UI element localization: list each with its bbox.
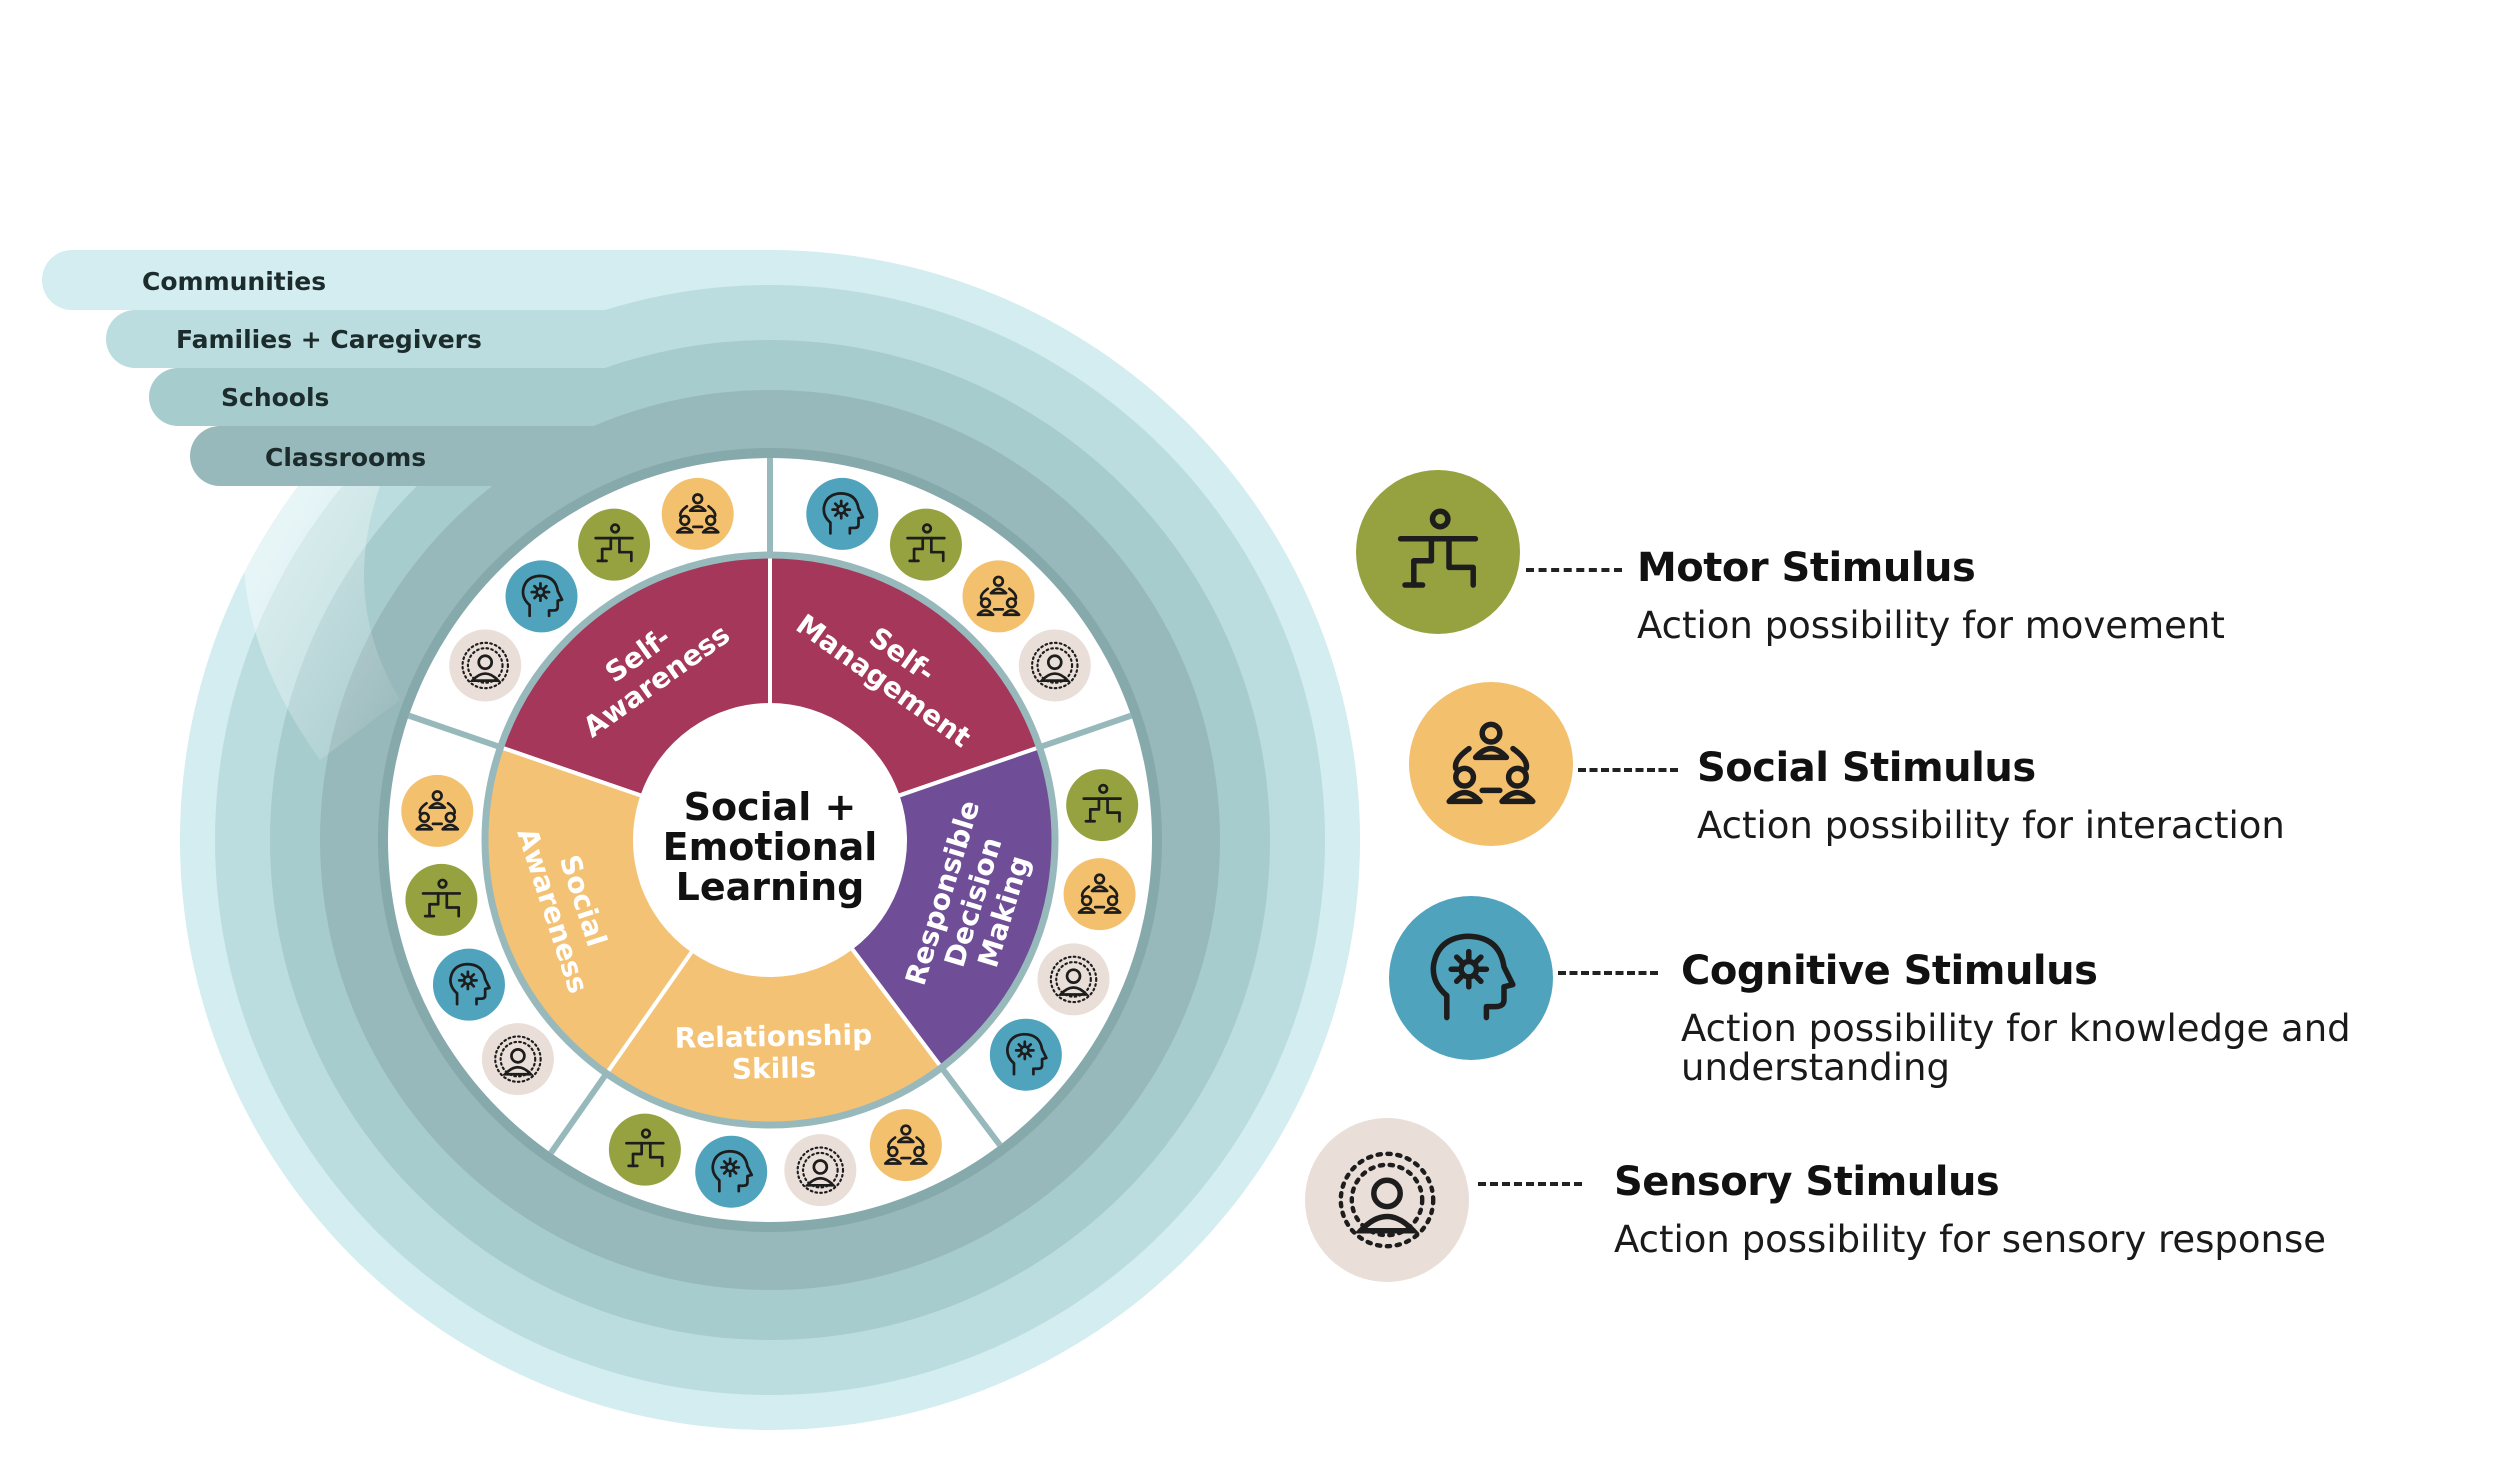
stimulus-circle	[449, 629, 522, 702]
stimulus-circle	[1018, 629, 1091, 702]
stimulus-circle	[784, 1134, 857, 1207]
legend-sensory-badge	[1305, 1118, 1469, 1282]
competency-label-line: Relationship	[674, 1018, 872, 1054]
stimulus-circle	[578, 508, 651, 581]
center-line-2: Emotional	[663, 825, 878, 869]
stimulus-circle	[401, 774, 474, 847]
stimulus-circle	[481, 1023, 554, 1096]
ring-divider	[548, 1071, 609, 1155]
legend-motor-badge	[1356, 470, 1520, 634]
legend-social-badge	[1409, 682, 1573, 846]
stimulus-circle	[505, 560, 578, 633]
ring-divider	[407, 712, 502, 751]
stimulus-circle	[432, 948, 505, 1021]
stimulus-circle	[869, 1109, 942, 1182]
band-label-classrooms: Classrooms	[265, 443, 426, 472]
legend-icons	[1305, 470, 1573, 1282]
ring-divider	[1038, 712, 1133, 751]
stimulus-circle	[1037, 943, 1110, 1016]
stimulus-circle	[889, 508, 962, 581]
stimulus-circle	[608, 1113, 681, 1186]
legend-cognitive-badge	[1389, 896, 1553, 1060]
stimulus-circle	[405, 863, 478, 936]
competency-label-line: Skills	[732, 1051, 817, 1085]
stimulus-circle	[1063, 858, 1136, 931]
band-label-communities: Communities	[142, 267, 326, 296]
center-hub	[635, 705, 905, 975]
band-label-schools: Schools	[221, 383, 329, 412]
sel-wheel: Social + Emotional Learning Self-Awarene…	[378, 448, 1162, 1232]
band-label-families: Families + Caregivers	[176, 325, 482, 354]
stimulus-circle	[661, 477, 734, 550]
center-line-3: Learning	[676, 865, 865, 909]
stimulus-circle	[1066, 769, 1139, 842]
stimulus-circle	[806, 477, 879, 550]
stimulus-circle	[989, 1018, 1062, 1091]
ring-divider	[939, 1065, 1003, 1147]
center-line-1: Social +	[684, 785, 857, 829]
stimulus-circle	[695, 1135, 768, 1208]
stimulus-circle	[962, 560, 1035, 633]
